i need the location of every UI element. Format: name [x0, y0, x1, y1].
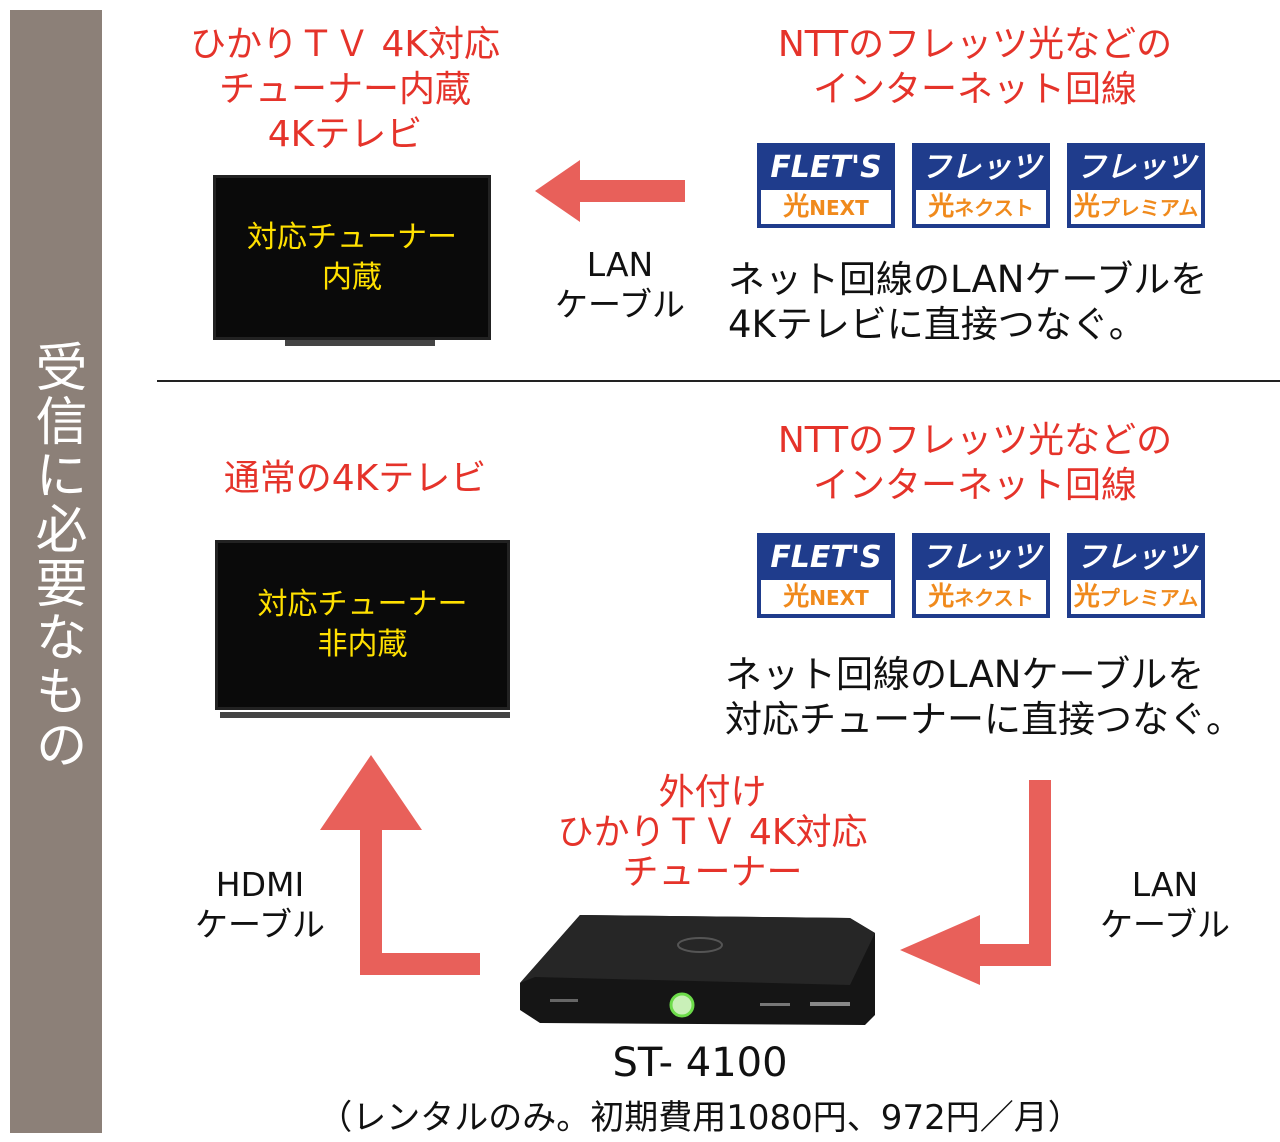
title-line: インターネット回線	[812, 69, 1137, 110]
flets-logo: FLET'S 光NEXT	[757, 533, 895, 618]
logo-sub: NEXT	[809, 586, 869, 610]
flets-logo: フレッツ光ネクスト	[912, 143, 1050, 228]
logo-text: FLET'S	[770, 540, 882, 575]
label-line: ケーブル	[1099, 905, 1231, 944]
sidebar-title: 受信に必要なもの	[26, 340, 86, 772]
title-line: 4Kテレビ	[267, 114, 423, 155]
logo-mark: 光	[783, 582, 810, 612]
note-line: ネット回線のLANケーブルを	[725, 653, 1205, 696]
flets-logo: FLET'S 光NEXT	[757, 143, 895, 228]
bottom-note: ネット回線のLANケーブルを 対応チューナーに直接つなぐ。	[725, 652, 1243, 742]
title-line: NTTのフレッツ光などの	[777, 24, 1173, 65]
model-name: ST- 4100	[612, 1040, 788, 1086]
note-line: 4Kテレビに直接つなぐ。	[728, 303, 1146, 346]
tv-screen-text: 非内蔵	[317, 627, 408, 662]
hdmi-cable-label: HDMI ケーブル	[180, 865, 340, 945]
label-line: LAN	[586, 245, 654, 284]
tv-screen-text: 内蔵	[322, 259, 382, 295]
title-line: インターネット回線	[812, 465, 1137, 506]
top-tv-title: ひかりＴＶ 4K対応 チューナー内蔵 4Kテレビ	[160, 22, 530, 157]
logo-mark: 光	[928, 582, 955, 612]
tv-stand	[285, 340, 435, 346]
tv-screen-text: 対応チューナー	[247, 219, 457, 255]
tv-stand	[220, 712, 510, 718]
arrow-left-icon	[535, 160, 685, 222]
title-line: チューナー	[622, 852, 803, 893]
label-line: ケーブル	[554, 285, 686, 324]
note-line: ネット回線のLANケーブルを	[728, 258, 1208, 301]
divider	[157, 380, 1280, 382]
logo-sub: ネクスト	[954, 196, 1034, 220]
logo-sub: プレミアム	[1099, 586, 1199, 610]
tv-with-tuner: 対応チューナー 内蔵	[213, 175, 491, 340]
logo-sub: ネクスト	[954, 586, 1034, 610]
sidebar: 受信に必要なもの	[10, 10, 102, 1133]
title-line: NTTのフレッツ光などの	[777, 420, 1173, 461]
top-note: ネット回線のLANケーブルを 4Kテレビに直接つなぐ。	[728, 257, 1207, 347]
label-line: LAN	[1131, 865, 1199, 904]
title-line: 外付け	[658, 772, 767, 813]
logo-text: FLET'S	[770, 150, 882, 185]
logo-mark: 光	[1073, 582, 1100, 612]
label-line: HDMI	[215, 865, 305, 904]
note-line: 対応チューナーに直接つなぐ。	[725, 698, 1243, 741]
tv-without-tuner: 対応チューナー 非内蔵	[215, 540, 510, 710]
logo-mark: 光	[928, 192, 955, 222]
logo-mark: 光	[783, 192, 810, 222]
logo-mark: 光	[1073, 192, 1100, 222]
arrow-down-left-icon	[900, 780, 1051, 985]
flets-logo: フレッツ光ネクスト	[912, 533, 1050, 618]
logo-text: フレッツ	[1076, 540, 1196, 575]
logo-text: フレッツ	[1076, 150, 1196, 185]
top-net-title: NTTのフレッツ光などの インターネット回線	[740, 22, 1210, 112]
bottom-net-title: NTTのフレッツ光などの インターネット回線	[740, 418, 1210, 508]
tv-screen-text: 対応チューナー	[257, 587, 468, 622]
title-line: ひかりＴＶ 4K対応	[557, 812, 868, 853]
title-line: チューナー内蔵	[218, 69, 471, 110]
arrow-up-icon	[320, 755, 480, 975]
label-line: ケーブル	[194, 905, 326, 944]
logo-text: フレッツ	[921, 540, 1041, 575]
top-lan-cable-label: LAN ケーブル	[545, 245, 695, 325]
logo-sub: NEXT	[809, 196, 869, 220]
logo-sub: プレミアム	[1099, 196, 1199, 220]
tuner-title: 外付け ひかりＴＶ 4K対応 チューナー	[530, 773, 895, 893]
flets-logo: フレッツ光プレミアム	[1067, 143, 1205, 228]
logo-text: フレッツ	[921, 150, 1041, 185]
title-line: ひかりＴＶ 4K対応	[190, 24, 500, 65]
bottom-lan-cable-label: LAN ケーブル	[1085, 865, 1245, 945]
flets-logo: フレッツ光プレミアム	[1067, 533, 1205, 618]
price-note: （レンタルのみ。初期費用1080円、972円／月）	[318, 1098, 1082, 1138]
bottom-tv-title: 通常の4Kテレビ	[223, 458, 487, 499]
tuner-box-image	[520, 915, 875, 1025]
